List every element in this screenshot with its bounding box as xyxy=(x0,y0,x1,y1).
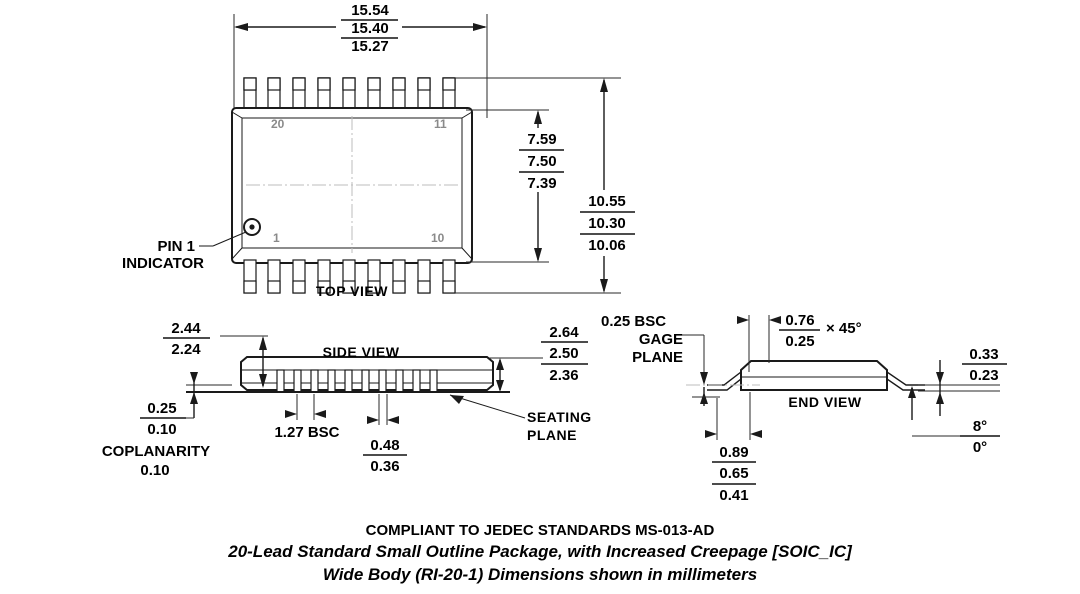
dim-overall-width-min: 10.06 xyxy=(588,237,626,254)
top-view-upper-leads xyxy=(243,77,456,112)
arrowhead-right-length xyxy=(473,23,487,31)
dim-body-height-min: 2.36 xyxy=(549,367,579,384)
dim-chamfer-min: 0.25 xyxy=(785,333,815,350)
dim-lead-length-nom: 0.65 xyxy=(719,465,749,482)
dim-body-height-max: 2.64 xyxy=(549,324,579,341)
arrowhead-overall-bottom xyxy=(600,279,608,293)
dim-text-backdrop-overall xyxy=(575,190,641,256)
top-view-lower-leads xyxy=(243,259,456,294)
arrowhead-leadlen-left xyxy=(705,430,717,438)
dim-body-width-nom: 7.50 xyxy=(527,153,557,170)
arrowhead-standoff-up xyxy=(190,372,198,384)
caption-line-1: COMPLIANT TO JEDEC STANDARDS MS-013-AD xyxy=(365,522,715,539)
dim-lead-length-max: 0.89 xyxy=(719,444,749,461)
side-view-group xyxy=(140,335,588,456)
dim-overall-width-nom: 10.30 xyxy=(588,215,626,232)
arrowhead-gage-plane xyxy=(700,372,708,385)
pin-number-20: 20 xyxy=(271,117,285,131)
package-body-bevels xyxy=(231,111,473,260)
end-view-body xyxy=(740,360,888,391)
dim-body-length-max: 15.54 xyxy=(351,2,389,19)
dim-lead-angle-min: 0° xyxy=(972,439,988,456)
dim-lead-thickness-max: 0.33 xyxy=(969,346,999,363)
dim-body-length-nom: 15.40 xyxy=(351,20,389,37)
end-view-label: END VIEW xyxy=(788,394,862,410)
dim-overall-width-max: 10.55 xyxy=(588,193,626,210)
top-view-label: TOP VIEW xyxy=(316,283,388,299)
pin1-indicator-label-line2: INDICATOR xyxy=(122,255,204,272)
dim-lead-width-min: 0.36 xyxy=(370,458,400,475)
end-view-group xyxy=(681,315,1007,485)
dim-text-backdrop-width xyxy=(512,128,570,192)
pin-number-11: 11 xyxy=(434,117,447,131)
dim-lead-pitch: 1.27 BSC xyxy=(274,424,340,441)
pin1-leader-line xyxy=(212,231,247,247)
dim-body-width-min: 7.39 xyxy=(527,175,557,192)
arrowhead-standoff-down xyxy=(190,392,198,404)
arrowhead-leadthk-up xyxy=(936,372,944,384)
dim-lead-angle-max: 8° xyxy=(972,418,988,435)
dim-overall-height-max: 2.44 xyxy=(171,320,201,337)
arrowhead-height-top xyxy=(259,336,267,350)
top-view-group: 20 11 1 10 xyxy=(199,6,641,294)
dim-standoff-max: 0.25 xyxy=(147,400,177,417)
caption-line-2: 20-Lead Standard Small Outline Package, … xyxy=(228,542,852,561)
end-view-lead-right-lower xyxy=(886,378,925,391)
dim-lead-length-min: 0.41 xyxy=(719,487,749,504)
seating-plane-label-line2: PLANE xyxy=(527,427,577,443)
seating-plane-label-line1: SEATING xyxy=(527,409,592,425)
dim-lead-width-max: 0.48 xyxy=(370,437,400,454)
caption-line-3: Wide Body (RI-20-1) Dimensions shown in … xyxy=(322,565,758,584)
coplanarity-label: COPLANARITY xyxy=(101,443,211,460)
arrowhead-left-length xyxy=(234,23,248,31)
dim-chamfer-max: 0.76 xyxy=(785,312,815,329)
arrowhead-chamfer-right xyxy=(769,316,781,324)
pin1-indicator-dot xyxy=(249,224,255,230)
arrowhead-bodyheight-bottom xyxy=(496,380,504,392)
coplanarity-value: 0.10 xyxy=(140,462,170,479)
end-view-lead-left-lower xyxy=(707,378,742,391)
arrowhead-chamfer-left xyxy=(737,316,749,324)
arrowhead-width-bottom xyxy=(534,248,542,262)
arrowhead-leadlen-right xyxy=(750,430,762,438)
arrowhead-overall-top xyxy=(600,78,608,92)
arrowhead-leadangle xyxy=(908,386,916,398)
gage-plane-label-line3: PLANE xyxy=(632,349,683,366)
dim-standoff-min: 0.10 xyxy=(147,421,177,438)
arrowhead-seating-plane xyxy=(450,395,464,404)
seating-plane-leader xyxy=(449,394,526,419)
side-view-label: SIDE VIEW xyxy=(322,344,400,360)
arrowhead-gage-offset xyxy=(700,392,708,404)
dim-body-width-max: 7.59 xyxy=(527,131,557,148)
dim-body-length-min: 15.27 xyxy=(351,38,389,55)
dim-text-backdrop-length xyxy=(336,6,402,52)
arrowhead-width-top xyxy=(534,110,542,124)
dim-overall-height-min: 2.24 xyxy=(171,341,201,358)
pin-number-10: 10 xyxy=(431,231,445,245)
arrowhead-bodyheight-top xyxy=(496,358,504,370)
dim-chamfer-angle: × 45° xyxy=(826,320,862,337)
gage-plane-label-line2: GAGE xyxy=(638,331,683,348)
arrowhead-pitch-left xyxy=(285,410,297,418)
dim-lead-thickness-min: 0.23 xyxy=(969,367,999,384)
pin-number-1: 1 xyxy=(273,231,280,245)
arrowhead-leadwidth-left xyxy=(367,416,379,424)
arrowhead-height-bottom xyxy=(259,374,267,388)
gage-plane-label-line1: 0.25 BSC xyxy=(601,313,667,330)
dim-body-height-nom: 2.50 xyxy=(549,345,579,362)
arrowhead-leadthk-down xyxy=(936,392,944,404)
arrowhead-leadwidth-right xyxy=(387,416,399,424)
pin1-indicator-label-line1: PIN 1 xyxy=(157,238,195,255)
arrowhead-pitch-right xyxy=(314,410,326,418)
